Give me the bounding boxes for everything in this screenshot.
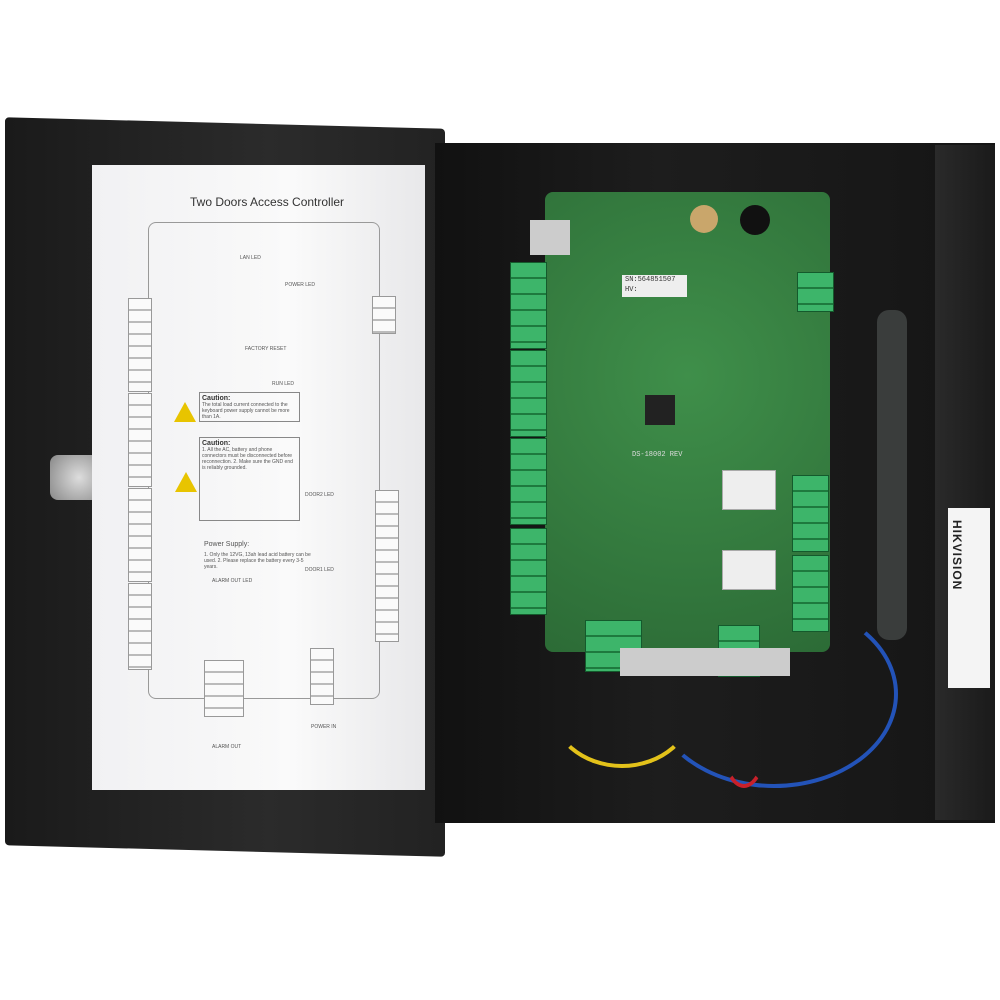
cable-sleeve [877, 310, 907, 640]
power-led-label: POWER LED [285, 282, 316, 288]
terminal-outline [128, 583, 152, 670]
blue-wire [650, 600, 898, 788]
power-supply-text: 1. Only the 12VG, 13ah lead acid battery… [204, 552, 311, 570]
hardware-version: HV: [625, 286, 638, 294]
microcontroller-chip [645, 395, 675, 425]
terminal-block [510, 350, 547, 437]
terminal-block [510, 262, 547, 349]
board-model: DS-18002 REV [632, 451, 683, 459]
relay [722, 550, 776, 590]
terminal-outline [128, 393, 152, 487]
brand-logo: HIKVISION [950, 520, 964, 591]
terminal-block [510, 528, 547, 615]
power-in-terminal [310, 648, 334, 705]
terminal-outline [375, 490, 399, 642]
caution-title: Caution: [202, 395, 231, 402]
terminal-block [792, 475, 829, 552]
alarm-out-terminal [204, 660, 244, 717]
caution-text: The total load current connected to the … [202, 402, 290, 420]
terminal-outline [128, 298, 152, 392]
battery-cell [690, 205, 718, 233]
power-supply-title: Power Supply: [204, 541, 250, 548]
caution-box: Caution:The total load current connected… [199, 392, 300, 422]
power-in-label: POWER IN [311, 724, 337, 730]
terminal-outline [372, 296, 396, 334]
door1-led-label: DOOR1 LED [305, 567, 334, 573]
buzzer [740, 205, 770, 235]
red-wire [720, 690, 768, 788]
warning-icon [174, 402, 196, 422]
caution-title: Caution: [202, 440, 231, 447]
terminal-block [510, 438, 547, 525]
enclosure-side [935, 145, 995, 820]
caution-text: 1. All the AC, battery and phone connect… [202, 447, 293, 471]
warning-icon [175, 472, 197, 492]
yellow-wire [548, 640, 696, 768]
alarm-out-label: ALARM OUT [212, 744, 242, 750]
sheet-title: Two Doors Access Controller [190, 195, 345, 209]
door2-led-label: DOOR2 LED [305, 492, 334, 498]
alarm-out-led-label: ALARM OUT LED [212, 578, 253, 584]
terminal-block [797, 272, 834, 312]
lan-led-label: LAN LED [240, 255, 261, 261]
factory-reset-label: FACTORY RESET [245, 346, 287, 352]
terminal-outline [128, 488, 152, 582]
serial-number: SN:564851507 [625, 276, 676, 284]
run-led-label: RUN LED [272, 381, 294, 387]
controller-board [545, 192, 830, 652]
ethernet-port[interactable] [530, 220, 570, 255]
caution-box: Caution:1. All the AC, battery and phone… [199, 437, 300, 521]
relay [722, 470, 776, 510]
product-label [948, 508, 990, 688]
